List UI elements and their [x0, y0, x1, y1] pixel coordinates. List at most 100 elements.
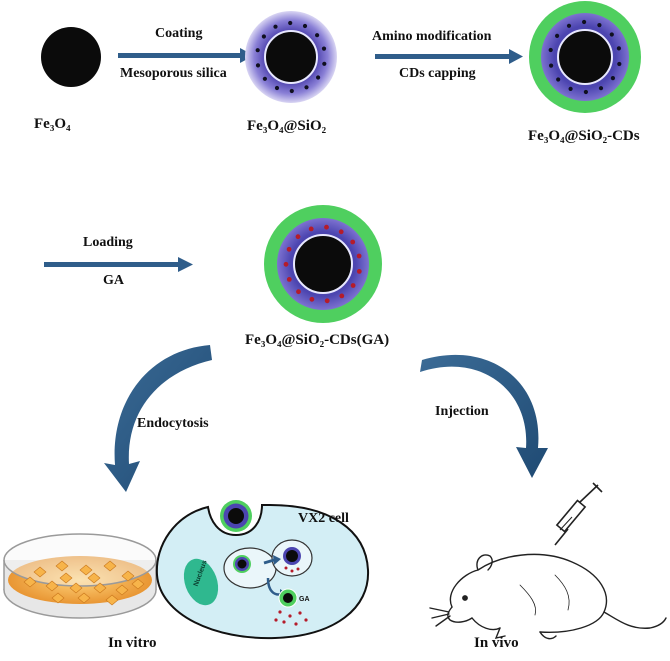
cultured-cell — [23, 576, 37, 588]
arrow-loading — [44, 257, 193, 272]
ga-dot — [350, 239, 356, 245]
arrow-amino-modification — [375, 49, 523, 64]
petri-dish — [3, 533, 157, 619]
label-mesoporous-silica: Mesoporous silica — [120, 66, 227, 81]
label-endocytosis: Endocytosis — [137, 416, 209, 431]
mesopore-dot — [549, 63, 554, 68]
label-in-vivo: In vivo — [474, 635, 519, 651]
mesopore-dot — [288, 20, 293, 26]
ga-drug-dots — [283, 224, 362, 304]
mesopore-dot — [322, 61, 327, 66]
fe3o4-sio2-cds-ga-particle — [264, 205, 382, 323]
cultured-cells — [23, 560, 145, 606]
ga-dot — [296, 289, 301, 295]
mesopore-dot — [582, 19, 587, 25]
mesopore-dot — [289, 88, 294, 94]
mesopore-dot — [568, 86, 573, 91]
mesopore-dot — [321, 46, 327, 51]
mesopore-dot — [583, 89, 589, 95]
mesopore-dot — [255, 48, 260, 53]
mesopore-dot — [255, 63, 261, 68]
ga-release-dot — [298, 611, 302, 615]
ga-dot — [338, 229, 344, 235]
label-vx2-cell: VX2 cell — [298, 511, 349, 526]
label-injection: Injection — [435, 404, 489, 419]
cultured-cell — [59, 572, 73, 584]
cultured-cell — [77, 592, 91, 604]
ga-release-dot — [282, 620, 286, 624]
ga-release-dot — [274, 618, 278, 622]
mesopore-dot — [273, 24, 278, 29]
mesopore-dot — [609, 32, 614, 37]
ga-dot — [308, 226, 314, 232]
mesopore-dot — [304, 85, 309, 90]
mesopore-dot — [617, 61, 622, 67]
label-in-vitro: In vitro — [108, 635, 157, 651]
mouse-drawing — [429, 553, 667, 640]
ga-dot — [283, 261, 289, 267]
label-fe3o4-sio2: Fe₃O₄@SiO₂ — [247, 118, 327, 134]
ga-dot — [295, 234, 301, 240]
mesopore-dot — [548, 47, 553, 53]
label-coating: Coating — [155, 26, 203, 41]
mesopore-dot — [598, 86, 604, 91]
fe3o4-sio2-particle — [245, 11, 337, 103]
mesopore-dot — [261, 34, 266, 39]
cultured-cell — [55, 560, 69, 572]
ga-dot — [356, 269, 362, 274]
cultured-cell — [105, 594, 119, 606]
mesopore-dot — [597, 23, 602, 28]
label-ga: GA — [103, 273, 124, 288]
cultured-cell — [51, 592, 65, 604]
mesopore-dots — [548, 19, 622, 95]
label-cds-capping: CDs capping — [399, 66, 476, 81]
cultured-cell — [103, 560, 117, 572]
ga-release-dot — [294, 622, 298, 626]
label-fe3o4-sio2-cds: Fe₃O₄@SiO₂-CDs — [528, 128, 640, 144]
ga-dot — [309, 296, 315, 302]
curved-arrow-injection — [420, 354, 548, 478]
cultured-cell — [33, 566, 47, 578]
ga-dot — [324, 298, 330, 304]
cultured-cell — [87, 572, 101, 584]
cultured-cell — [69, 582, 83, 594]
mesopore-dot — [616, 46, 622, 51]
mesopore-dot — [316, 75, 321, 80]
nucleus — [183, 558, 219, 606]
ga-release-dot — [288, 614, 292, 618]
mesopore-dot — [274, 85, 280, 91]
mesopore-dots — [255, 20, 327, 94]
cultured-cell — [93, 582, 107, 594]
arrow-coating — [118, 48, 254, 63]
ga-dot — [356, 253, 362, 259]
ga-dot — [339, 293, 345, 299]
curved-arrow-endocytosis — [104, 345, 212, 492]
ga-release-dot — [278, 610, 282, 614]
cultured-cell — [79, 564, 93, 576]
vx2-cell — [155, 500, 370, 640]
mesopore-dot — [302, 23, 308, 29]
ga-dot — [286, 246, 292, 252]
label-amino-modification: Amino modification — [372, 29, 492, 44]
mesopore-dot — [315, 33, 320, 38]
mesopore-dot — [556, 77, 561, 82]
mesopore-dot — [555, 33, 560, 39]
fe3o4-particle — [41, 27, 101, 87]
ga-dot — [350, 283, 356, 288]
label-loading: Loading — [83, 235, 133, 250]
label-fe3o4: Fe₃O₄ — [34, 116, 71, 132]
ga-dot — [286, 277, 292, 282]
cultured-cell — [115, 584, 129, 596]
label-fe3o4-sio2-cds-ga: Fe₃O₄@SiO₂-CDs(GA) — [245, 332, 390, 348]
mesopore-dot — [610, 76, 616, 81]
cultured-cell — [131, 578, 145, 590]
ga-dot — [324, 224, 329, 230]
cultured-cell — [121, 570, 135, 582]
syringe — [554, 482, 603, 546]
cultured-cell — [45, 580, 59, 592]
label-ga-release: GA — [299, 596, 310, 603]
mesopore-dot — [262, 76, 267, 81]
fe3o4-sio2-cds-particle — [529, 1, 641, 113]
mesopore-dot — [566, 23, 572, 28]
